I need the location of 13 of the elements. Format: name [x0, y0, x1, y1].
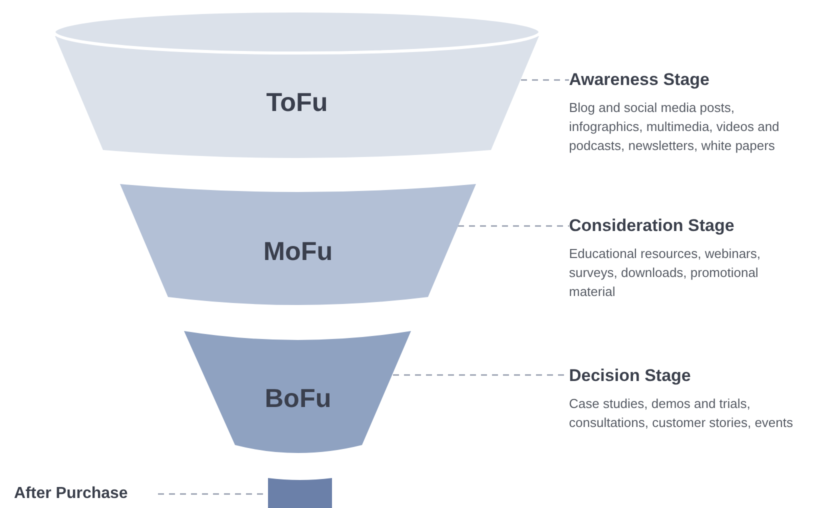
- leader-line: [521, 79, 569, 81]
- stage-description: Blog and social media posts, infographics, multimedia, videos and podcasts, newsletters, white papers: [569, 99, 780, 155]
- stage-description: Case studies, demos and trials, consultations, customer stories, events: [569, 395, 794, 432]
- stage-abbreviation: BoFu: [264, 383, 332, 414]
- stage-heading: Consideration Stage: [569, 216, 734, 236]
- funnel-stem: [268, 476, 332, 508]
- stage-heading: Decision Stage: [569, 366, 691, 386]
- stage-heading: Awareness Stage: [569, 70, 710, 90]
- stage-abbreviation: ToFu: [265, 87, 329, 118]
- stage-description: Educational resources, webinars, surveys, downloads, promotional material: [569, 245, 762, 301]
- stage-abbreviation: MoFu: [262, 236, 334, 267]
- stage-label: After Purchase: [14, 485, 128, 502]
- leader-line: [458, 225, 569, 227]
